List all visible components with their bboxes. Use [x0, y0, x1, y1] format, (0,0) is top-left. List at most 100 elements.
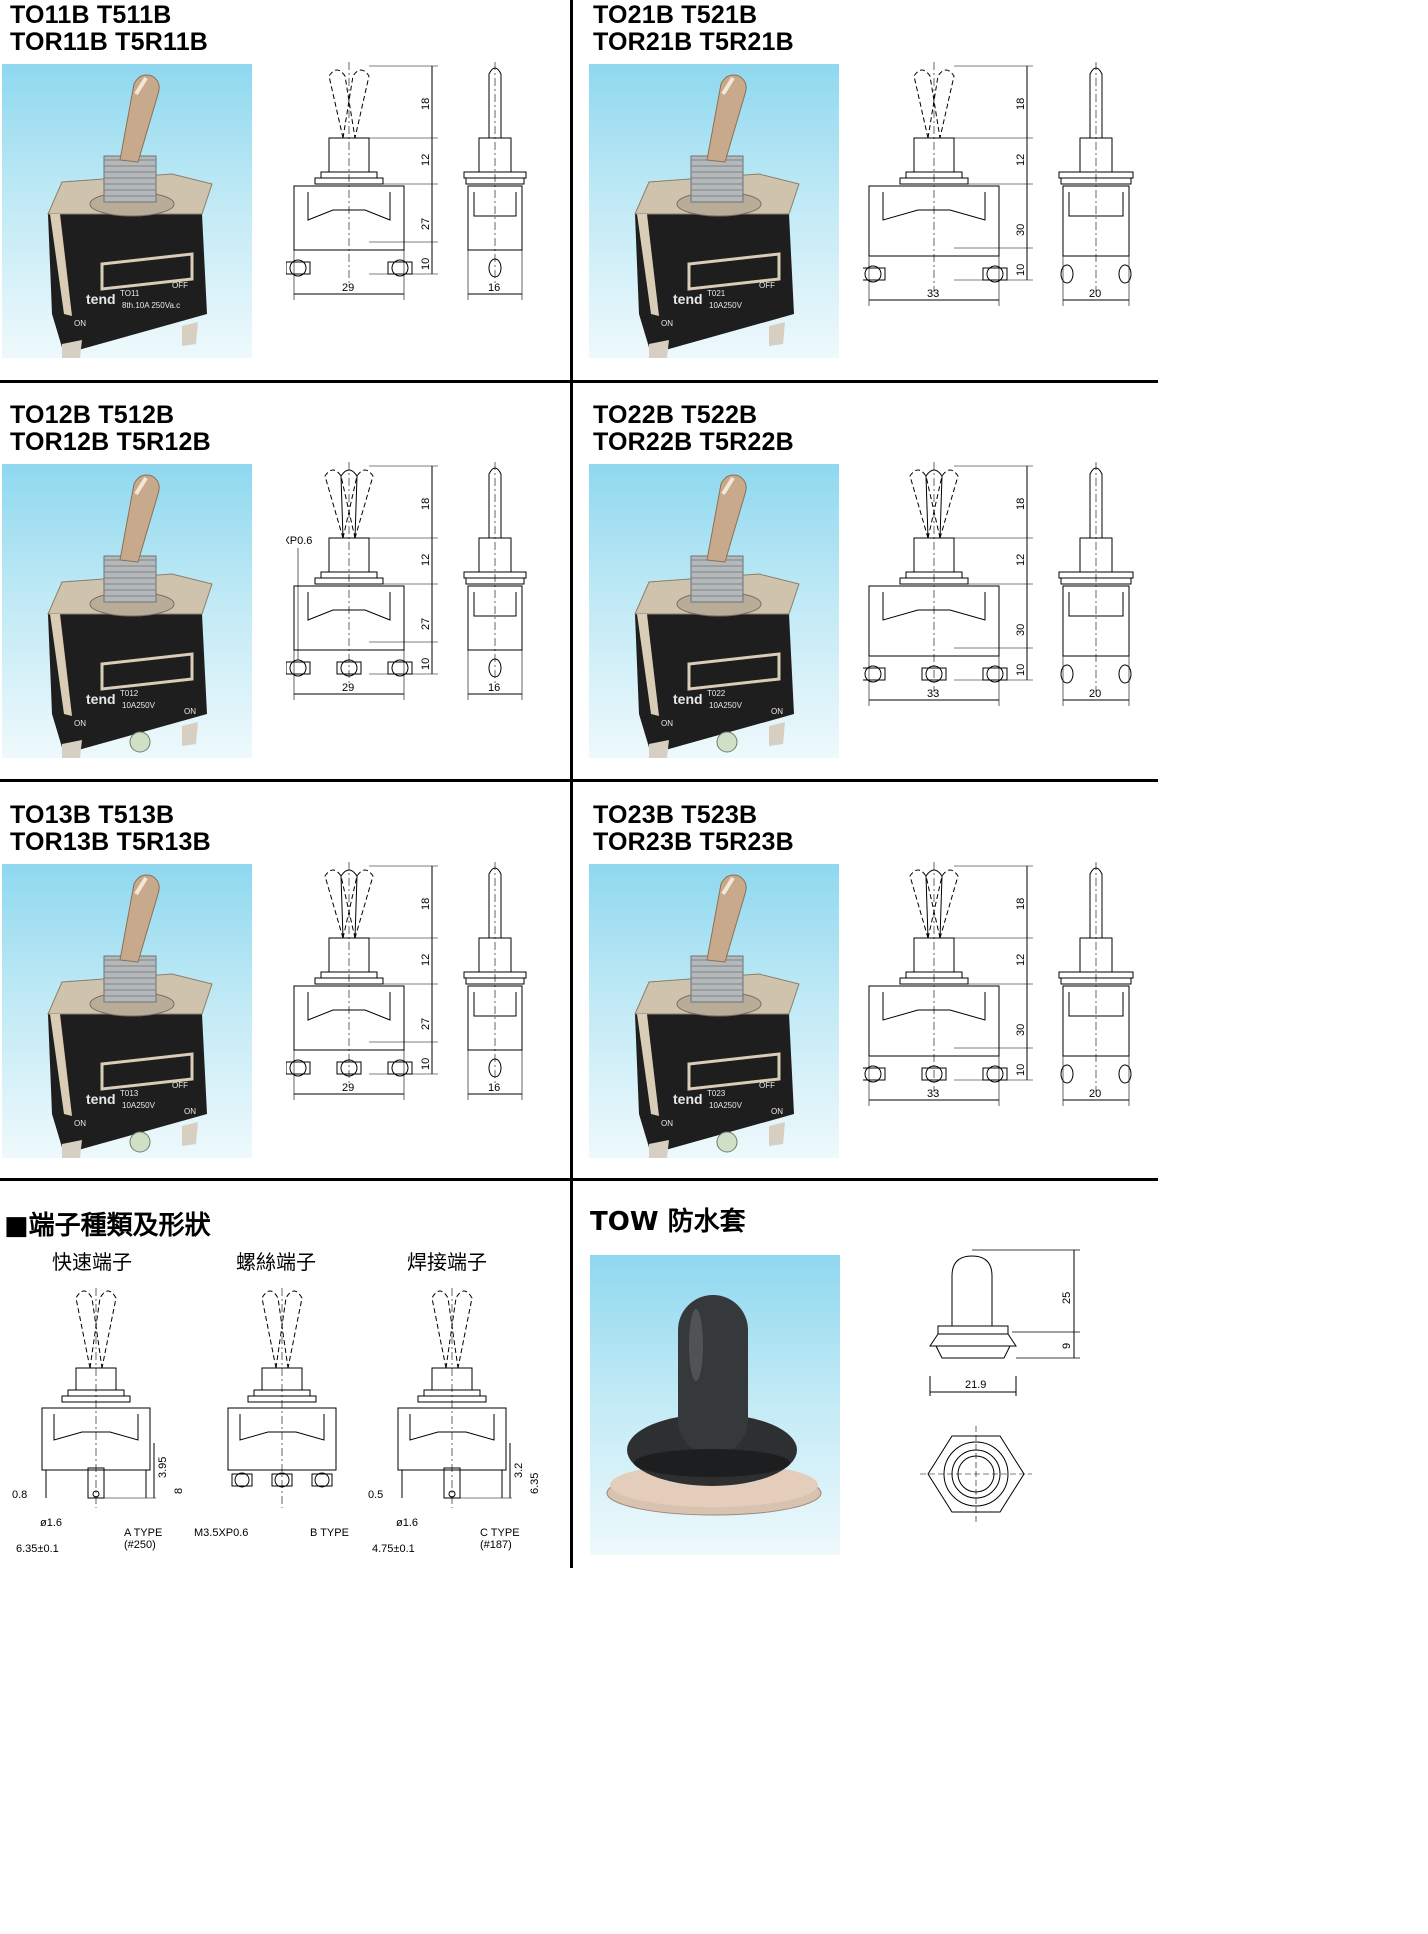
model-title-1: TO22B T522B	[593, 401, 758, 429]
dim-depth: 20	[1089, 688, 1101, 700]
on1-text: ON	[661, 319, 673, 328]
dim-h2: 12	[1015, 154, 1027, 166]
dim-h2: 12	[1015, 554, 1027, 566]
model-title-2: TOR22B T5R22B	[593, 428, 794, 456]
rating-text: 10A250V	[122, 701, 156, 710]
dim-depth: 16	[488, 1082, 500, 1094]
terminal-thread: M3.5XP0.6	[194, 1527, 248, 1539]
brand-logo-text: tend	[673, 691, 703, 707]
model-title-2: TOR23B T5R23B	[593, 828, 794, 856]
dim-h1: 18	[420, 898, 432, 910]
vertical-divider	[570, 0, 573, 1568]
dim-h2: 12	[1015, 954, 1027, 966]
model-title-1: TO11B T511B	[10, 1, 172, 29]
dimension-drawing: 18 12 30 10 33 20	[863, 462, 1134, 706]
dim-h2: 12	[420, 154, 432, 166]
model-title-1: TO13B T513B	[10, 801, 175, 829]
on1-text: ON	[74, 719, 86, 728]
model-code-text: TO11	[120, 289, 140, 298]
terminal-dim-v2: 8	[173, 1488, 185, 1494]
on1-text: ON	[74, 319, 86, 328]
dim-h3: 30	[1015, 1024, 1027, 1036]
terminal-dim-3: 6.35±0.1	[16, 1543, 59, 1555]
cover-title: TOW 防水套	[590, 1207, 746, 1237]
dim-h3: 27	[420, 1018, 432, 1030]
terminal-type-label: B TYPE	[310, 1527, 349, 1539]
off-text: OFF	[172, 1081, 188, 1090]
dim-depth: 16	[488, 282, 500, 294]
dim-h4: 10	[1015, 264, 1027, 276]
model-code-text: T012	[120, 689, 139, 698]
terminal-type-label: C TYPE	[480, 1527, 520, 1539]
dim-h1: 18	[1015, 98, 1027, 110]
cover-dim-h2: 9	[1061, 1343, 1073, 1349]
model-title-2: TOR12B T5R12B	[10, 428, 211, 456]
terminal-dim-3: 4.75±0.1	[372, 1543, 415, 1555]
brand-logo-text: tend	[86, 291, 116, 307]
rubber-boot-image	[606, 1295, 822, 1516]
dim-width: 29	[342, 682, 354, 694]
dim-h3: 30	[1015, 624, 1027, 636]
cover-photo	[590, 1255, 840, 1555]
dim-h1: 18	[1015, 898, 1027, 910]
dim-h2: 12	[420, 554, 432, 566]
terminal-dim-v1: 3.95	[157, 1457, 169, 1478]
dim-h1: 18	[420, 498, 432, 510]
off-text: OFF	[172, 281, 188, 290]
horizontal-divider-1	[0, 380, 1158, 383]
rating-text: 10A250V	[709, 301, 743, 310]
dim-h4: 10	[1015, 664, 1027, 676]
terminal-label-quick: 快速端子	[52, 1250, 132, 1274]
on1-text: ON	[74, 1119, 86, 1128]
cover-dim-w: 21.9	[965, 1379, 986, 1391]
dim-h4: 10	[420, 658, 432, 670]
terminal-dim-2: ø1.6	[40, 1517, 62, 1529]
dim-depth: 20	[1089, 1088, 1101, 1100]
dim-width: 33	[927, 688, 939, 700]
terminal-type-sub: (#250)	[124, 1539, 156, 1551]
terminal-dim-1: 0.5	[368, 1489, 383, 1501]
dim-h2: 12	[420, 954, 432, 966]
on2-text: ON	[771, 1107, 783, 1116]
dim-width: 29	[342, 282, 354, 294]
dim-h3: 27	[420, 618, 432, 630]
terminal-dim-v2: 6.35	[529, 1473, 541, 1494]
thread-note: M3.5XP0.6	[286, 535, 312, 547]
cover-dim-h1: 25	[1061, 1292, 1073, 1304]
terminal-dim-1: 0.8	[12, 1489, 27, 1501]
brand-logo-text: tend	[86, 1091, 116, 1107]
dim-width: 29	[342, 1082, 354, 1094]
on2-text: ON	[184, 1107, 196, 1116]
terminal-dim-2: ø1.6	[396, 1517, 418, 1529]
off-text: OFF	[759, 1081, 775, 1090]
cover-drawing: 25 9 21.9	[920, 1249, 1080, 1522]
terminal-section-title: ■端子種類及形狀	[4, 1211, 211, 1241]
model-title-1: TO23B T523B	[593, 801, 758, 829]
off-text: OFF	[759, 281, 775, 290]
dim-h1: 18	[1015, 498, 1027, 510]
model-code-text: T021	[707, 289, 726, 298]
horizontal-divider-2	[0, 779, 1158, 782]
dim-depth: 20	[1089, 288, 1101, 300]
terminal-label-solder: 焊接端子	[407, 1250, 487, 1274]
model-title-2: TOR13B T5R13B	[10, 828, 211, 856]
dim-h4: 10	[1015, 1064, 1027, 1076]
dimension-drawing: 181227102916M3.5XP0.6	[286, 462, 527, 700]
